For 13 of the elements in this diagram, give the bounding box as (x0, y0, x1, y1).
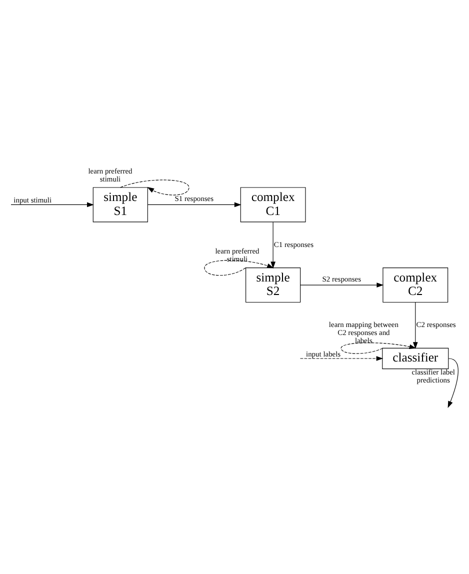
arrow (448, 358, 458, 408)
node-box: simple S2 (246, 267, 301, 302)
arrow (147, 202, 242, 207)
node-box: simple S1 (92, 186, 148, 222)
arrow (340, 342, 416, 354)
arrow (412, 302, 418, 349)
arrow (10, 202, 94, 207)
arrow (300, 282, 384, 287)
node-box: classifier (382, 347, 449, 369)
arrow (270, 221, 276, 268)
arrow (300, 356, 384, 360)
node-box: complex C2 (382, 267, 448, 302)
node-box: complex C1 (240, 186, 306, 222)
